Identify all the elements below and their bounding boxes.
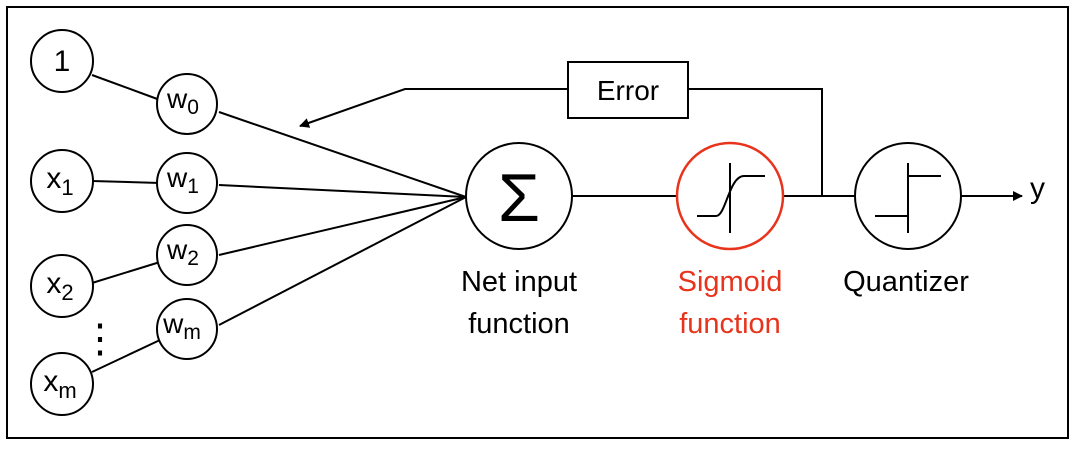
sum-icon: Σ bbox=[498, 160, 540, 236]
weight-w0-base: w bbox=[166, 83, 188, 114]
diagram-frame bbox=[6, 6, 1069, 439]
weight-wm-sub: m bbox=[183, 321, 201, 344]
error-feedback-arrow bbox=[299, 88, 568, 128]
weight-wm-label: wm bbox=[162, 308, 201, 344]
input-node-x1 bbox=[30, 149, 94, 213]
output-label: y bbox=[1030, 172, 1045, 205]
edge-w1-sum bbox=[218, 184, 467, 198]
error-label: Error bbox=[597, 75, 659, 106]
weight-w2-label: w2 bbox=[166, 234, 199, 270]
weight-w2-base: w bbox=[166, 234, 188, 265]
input-x1-sub: 1 bbox=[61, 175, 73, 200]
sigmoid-curve-icon bbox=[697, 163, 765, 233]
input-x1-base: x bbox=[46, 162, 61, 195]
edge-w2-sum bbox=[218, 196, 467, 256]
input-xm-base: x bbox=[43, 365, 58, 398]
input-x2-label: x2 bbox=[46, 267, 73, 305]
step-function-icon bbox=[875, 163, 941, 233]
sigmoid-label-line2: function bbox=[679, 308, 781, 340]
edge-w0-sum bbox=[218, 111, 467, 198]
weight-node-wm bbox=[156, 298, 218, 360]
error-box bbox=[567, 61, 689, 119]
weight-w0-sub: 0 bbox=[187, 96, 199, 119]
input-bias-label: 1 bbox=[54, 45, 71, 78]
weight-w0-label: w0 bbox=[166, 83, 199, 119]
error-feedback-line bbox=[688, 88, 823, 196]
edge-xm-wm bbox=[91, 339, 161, 373]
input-node-x2 bbox=[30, 254, 94, 318]
sigmoid-label-line1: Sigmoid bbox=[678, 266, 783, 298]
weight-wm-base: w bbox=[162, 308, 184, 339]
edge-x2-w2 bbox=[91, 261, 161, 284]
input-x1-label: x1 bbox=[46, 162, 73, 200]
weight-w1-sub: 1 bbox=[187, 175, 199, 198]
net-input-node bbox=[465, 142, 573, 250]
edge-wm-sum bbox=[218, 196, 467, 326]
input-x2-base: x bbox=[46, 267, 61, 300]
weight-node-w1 bbox=[156, 152, 218, 214]
input-xm-label: xm bbox=[43, 365, 76, 403]
weight-w1-base: w bbox=[166, 162, 188, 193]
weight-w1-label: w1 bbox=[166, 162, 199, 198]
input-x2-sub: 2 bbox=[61, 280, 73, 305]
edge-bias-w0 bbox=[91, 74, 161, 101]
quantizer-label: Quantizer bbox=[843, 266, 969, 298]
weight-w2-sub: 2 bbox=[187, 247, 199, 270]
input-node-xm bbox=[30, 352, 94, 416]
input-xm-sub: m bbox=[58, 378, 76, 403]
net-input-label-line2: function bbox=[468, 308, 570, 340]
weight-node-w0 bbox=[156, 73, 218, 135]
weight-node-w2 bbox=[156, 224, 218, 286]
net-input-label-line1: Net input bbox=[461, 266, 577, 298]
input-ellipsis: ⋮ bbox=[80, 317, 120, 361]
edge-x1-w1 bbox=[91, 180, 161, 184]
input-node-bias bbox=[30, 29, 94, 93]
